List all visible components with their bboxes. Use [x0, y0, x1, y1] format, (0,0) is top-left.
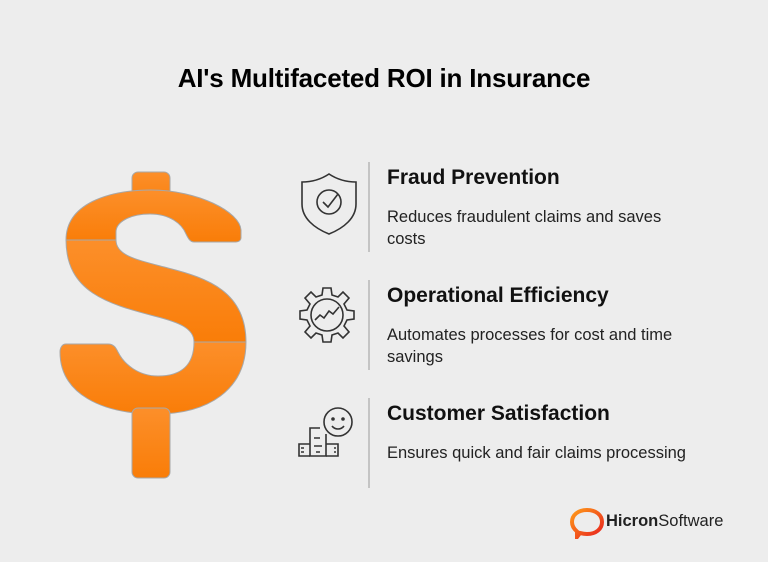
divider	[368, 398, 370, 488]
logo-brand-bold: Hicron	[606, 512, 659, 530]
item-heading: Customer Satisfaction	[387, 402, 610, 425]
item-heading: Operational Efficiency	[387, 284, 609, 307]
item-heading: Fraud Prevention	[387, 166, 560, 189]
page-title: AI's Multifaceted ROI in Insurance	[177, 63, 591, 93]
logo-brand-light: Software	[658, 512, 724, 530]
gear-chart-icon	[299, 287, 355, 343]
shield-check-icon	[301, 173, 357, 235]
item-description: Reduces fraudulent claims and saves cost…	[387, 208, 662, 248]
speech-bubble-logo-icon	[570, 507, 604, 539]
item-description: Ensures quick and fair claims processing	[387, 444, 686, 462]
item-description: Automates processes for cost and time sa…	[387, 326, 673, 366]
divider	[368, 162, 370, 252]
roi-item-customer-satisfaction: Customer Satisfaction Ensures quick and …	[290, 398, 710, 488]
dollar-sign-icon	[59, 171, 247, 479]
roi-item-fraud-prevention: Fraud Prevention Reduces fraudulent clai…	[290, 160, 710, 252]
logo-text: HicronSoftware	[606, 512, 723, 531]
divider	[368, 280, 370, 370]
hicron-software-logo: HicronSoftware	[570, 505, 760, 541]
customer-satisfaction-icon	[298, 407, 353, 457]
roi-item-operational-efficiency: Operational Efficiency Automates process…	[290, 280, 710, 370]
